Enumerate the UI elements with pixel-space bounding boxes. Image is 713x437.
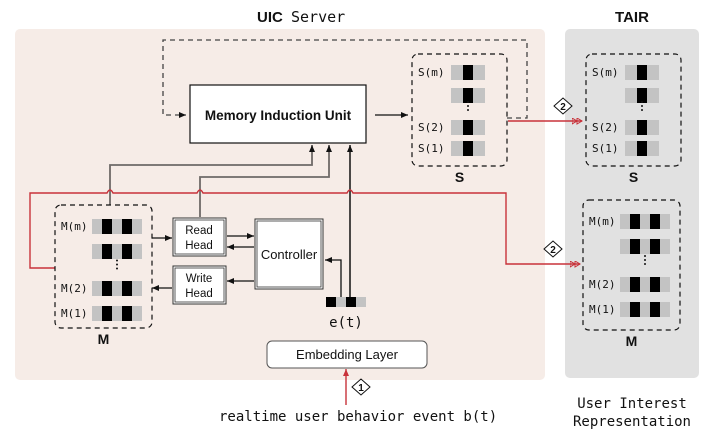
ellipsis-dot	[644, 255, 646, 257]
row-label: M(2)	[589, 278, 616, 291]
row-label: S(1)	[592, 142, 619, 155]
row-label: M(1)	[589, 303, 616, 316]
block-label: S	[629, 169, 638, 185]
user-interest-label-2: Representation	[573, 414, 691, 430]
feedback-dashed-line	[162, 39, 528, 119]
memory-block-tair: M(m) M(2) M(1) M	[582, 199, 681, 349]
vector-cells	[620, 277, 670, 292]
read-head-label-2: Head	[185, 240, 213, 252]
row-label: S(m)	[592, 66, 619, 79]
vector-cells	[92, 281, 142, 296]
vector-cells	[92, 219, 142, 234]
dashed-container	[582, 199, 681, 331]
vector-cells	[92, 244, 142, 259]
embedding-layer-label: Embedding Layer	[296, 347, 399, 362]
svg-text:1: 1	[358, 383, 364, 394]
row-label: S(1)	[418, 142, 445, 155]
ellipsis-dot	[467, 101, 469, 103]
ellipsis-dot	[641, 105, 643, 107]
vector-cells	[620, 239, 670, 254]
row-label: S(2)	[418, 121, 445, 134]
step1-badge: 1	[351, 378, 371, 396]
row-label: M(m)	[589, 215, 616, 228]
et-label: e(t)	[329, 315, 363, 331]
block-label: S	[455, 169, 464, 185]
ellipsis-dot	[644, 259, 646, 261]
ellipsis-dot	[641, 101, 643, 103]
ellipsis-dot	[641, 109, 643, 111]
ellipsis-dot	[116, 259, 118, 262]
m-to-miu-line	[109, 145, 315, 205]
embedding-layer	[266, 340, 428, 369]
svg-text:2: 2	[560, 102, 566, 113]
memory-block-uic: M(m) M(2) M(1) M	[54, 204, 153, 347]
step2-badge-m: 2	[543, 240, 563, 258]
uic-server-panel	[15, 29, 545, 380]
vector-cells	[625, 120, 659, 135]
write-head-label-2: Head	[185, 288, 213, 300]
miu-label: Memory Induction Unit	[205, 108, 352, 123]
vector-cells	[620, 302, 670, 317]
row-label: S(2)	[592, 121, 619, 134]
state-block-tair: S(m) S(2) S(1) S	[585, 53, 682, 185]
ellipsis-dot	[116, 267, 118, 270]
dashed-container	[54, 204, 153, 329]
block-label: M	[98, 331, 110, 347]
vector-cells	[620, 214, 670, 229]
et-vector	[326, 297, 366, 307]
ellipsis-dot	[467, 109, 469, 111]
vector-cells	[451, 141, 485, 156]
dashed-container	[411, 53, 508, 167]
event-label: realtime user behavior event b(t)	[219, 409, 497, 425]
ellipsis-dot	[644, 263, 646, 265]
uic-title-bold: UIC	[257, 9, 283, 26]
user-interest-label-1: User Interest	[577, 396, 687, 412]
write-head-label-1: Write	[186, 273, 213, 285]
readhead-to-miu-line	[199, 145, 332, 217]
row-label: M(2)	[61, 282, 88, 295]
ellipsis-dot	[467, 105, 469, 107]
memory-induction-unit	[189, 84, 367, 144]
svg-text:2: 2	[550, 245, 556, 256]
dashed-container	[585, 53, 682, 167]
controller-label: Controller	[261, 247, 318, 262]
step2-badge-s: 2	[553, 97, 573, 115]
uic-title-rest: Server	[291, 8, 345, 26]
vector-cells	[625, 141, 659, 156]
m-to-tair-red-line	[29, 189, 580, 269]
vector-cells	[625, 88, 659, 103]
vector-cells	[92, 306, 142, 321]
et-to-controller-line	[325, 257, 342, 297]
block-label: M	[626, 333, 638, 349]
tair-title: TAIR	[615, 9, 649, 26]
row-label: M(1)	[61, 307, 88, 320]
read-head	[172, 217, 227, 257]
vector-cells	[451, 120, 485, 135]
vector-cells	[625, 65, 659, 80]
vector-cells	[451, 65, 485, 80]
row-label: S(m)	[418, 66, 445, 79]
state-block-uic: S(m) S(2) S(1) S	[411, 53, 508, 185]
write-head	[172, 265, 227, 305]
row-label: M(m)	[61, 220, 88, 233]
vector-cells	[451, 88, 485, 103]
ellipsis-dot	[116, 263, 118, 266]
controller	[254, 218, 324, 290]
read-head-label-1: Read	[185, 225, 213, 237]
